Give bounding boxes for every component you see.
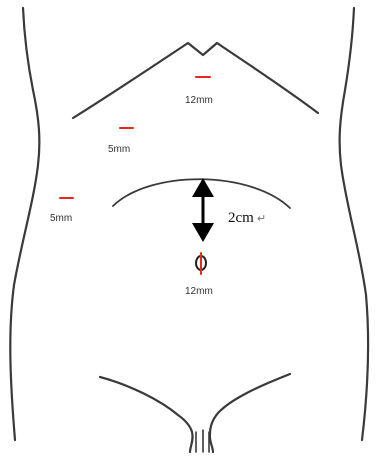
- subcostal-port-label: 5mm: [108, 144, 130, 155]
- arrow-head-down: [192, 223, 214, 242]
- epigastric-port-label: 12mm: [185, 95, 213, 106]
- groin-outline: [100, 377, 193, 452]
- distance-label: 2cm: [228, 210, 254, 226]
- flank-port-label: 5mm: [50, 213, 72, 224]
- rib-cage-outline: [73, 43, 318, 118]
- torso-left-outline: [10, 8, 39, 440]
- arrow-head-up: [192, 178, 214, 197]
- umbilical-port-label: 12mm: [185, 286, 213, 297]
- groin-center-line: [196, 430, 209, 452]
- return-mark: ↵: [257, 213, 266, 225]
- groin-outline-right: [210, 374, 290, 452]
- torso-right-outline: [340, 8, 368, 440]
